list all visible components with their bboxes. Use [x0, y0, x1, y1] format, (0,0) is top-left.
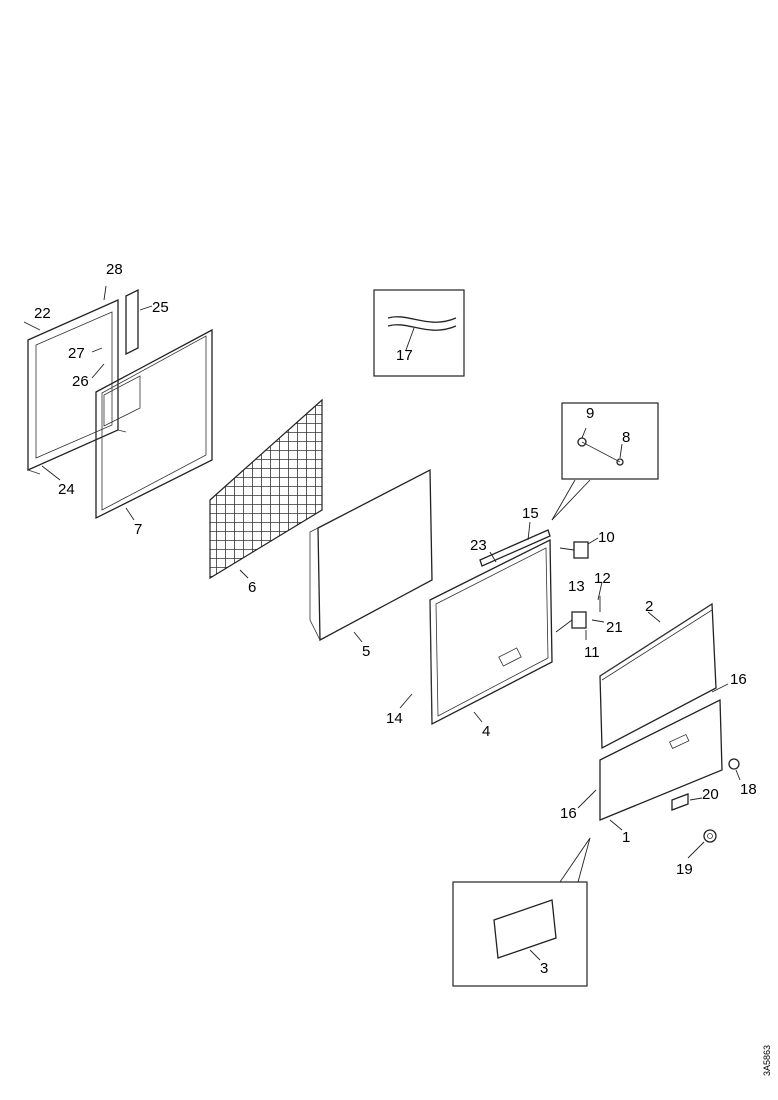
part-24-frame: [27, 298, 127, 475]
callout-14: 14: [386, 710, 403, 727]
callout-8: 8: [622, 429, 630, 446]
callout-11: 11: [584, 644, 600, 661]
part-2-panel: [599, 602, 717, 750]
part-11-hinge: [571, 611, 587, 629]
callout-26: 26: [72, 373, 89, 390]
callout-28: 28: [106, 261, 123, 278]
part-6-mesh: [209, 398, 323, 580]
callout-22: 22: [34, 305, 51, 322]
part-23-trim: [479, 529, 551, 567]
callout-18: 18: [740, 781, 757, 798]
callout-19: 19: [676, 861, 693, 878]
callout-4: 4: [482, 723, 490, 740]
document-number: 3A5863: [762, 1045, 772, 1076]
part-1-panel: [599, 698, 723, 821]
leader-lines: [23, 285, 741, 961]
callout-16b: 16: [560, 805, 577, 822]
callout-10: 10: [598, 529, 615, 546]
callout-27: 27: [68, 345, 85, 362]
callout-16a: 16: [730, 671, 747, 688]
callout-15: 15: [522, 505, 539, 522]
part-18-fitting: [728, 758, 740, 770]
callout-24: 24: [58, 481, 75, 498]
part-4-door: [429, 538, 553, 726]
part-25-bracket: [125, 288, 139, 356]
callout-25: 25: [152, 299, 169, 316]
callout-6: 6: [248, 579, 256, 596]
part-7-gasket: [95, 328, 213, 520]
callout-12: 12: [594, 570, 611, 587]
detail-box-8-9: [551, 402, 659, 521]
callout-7: 7: [134, 521, 142, 538]
callout-9: 9: [586, 405, 594, 422]
part-20-clip: [671, 793, 689, 811]
callout-21: 21: [606, 619, 623, 636]
detail-box-3: [452, 837, 591, 987]
callout-20: 20: [702, 786, 719, 803]
detail-box-17: [373, 289, 465, 377]
callout-3: 3: [540, 960, 548, 977]
callout-17: 17: [396, 347, 413, 364]
callout-23: 23: [470, 537, 487, 554]
part-19-fitting: [703, 829, 717, 843]
callout-2: 2: [645, 598, 653, 615]
callout-labels: 1 2 3 4 5 6 7 8 9 10 11 12 13 14 15 16 1…: [34, 261, 757, 977]
callout-1: 1: [622, 829, 630, 846]
part-10-hinge: [573, 541, 589, 559]
part-5-panel: [309, 468, 433, 642]
callout-13: 13: [568, 578, 585, 595]
callout-5: 5: [362, 643, 370, 660]
